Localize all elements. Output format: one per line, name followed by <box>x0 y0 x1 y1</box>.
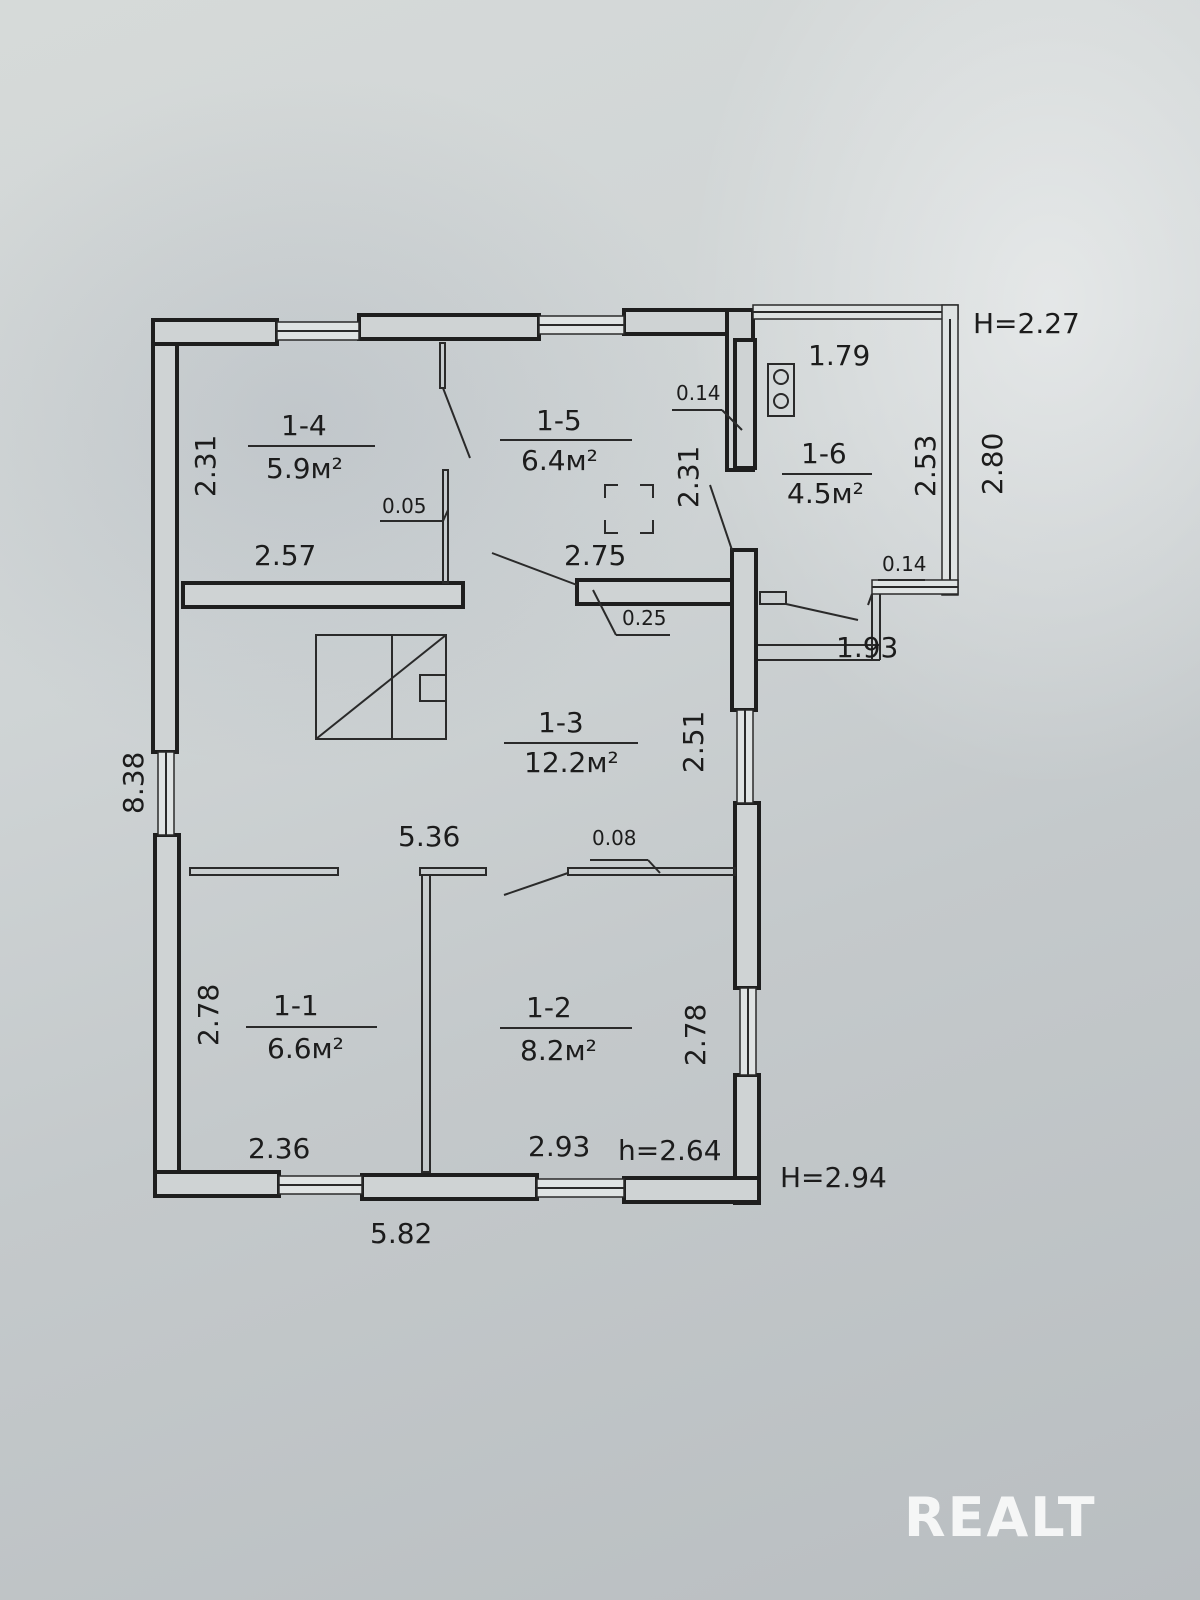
right-wall-1 <box>730 548 758 712</box>
room-area-1-5: 6.4м² <box>521 444 598 477</box>
dim-wall-025: 0.25 <box>622 606 667 630</box>
height-top-right: H=2.27 <box>973 307 1080 340</box>
leader-lines <box>246 409 925 1029</box>
interior-walls <box>181 338 757 1173</box>
dim-r11-height: 2.78 <box>192 984 225 1046</box>
partition-11-12 <box>421 874 431 1173</box>
dim-wall-014b: 0.14 <box>882 552 927 576</box>
realt-logo: REALT <box>904 1486 1097 1549</box>
dim-r13-height: 2.51 <box>677 711 710 773</box>
boiler-symbol <box>767 363 795 417</box>
dim-wall-014a: 0.14 <box>676 381 721 405</box>
left-wall-upper <box>151 318 179 754</box>
room-area-1-2: 8.2м² <box>520 1034 597 1067</box>
bottom-wall-2 <box>360 1173 539 1201</box>
dim-r16-inner: 2.53 <box>909 435 942 497</box>
bottom-wall-1 <box>153 1170 281 1198</box>
dim-r14-height: 2.31 <box>189 435 222 497</box>
room-area-1-3: 12.2м² <box>524 746 619 779</box>
chimney-wall <box>733 338 757 470</box>
partition-11-top <box>189 867 339 876</box>
dim-r12-width: 2.93 <box>528 1130 590 1163</box>
dim-r11-width: 2.36 <box>248 1132 310 1165</box>
dim-r16-bottom: 1.93 <box>836 631 898 664</box>
partition-14-15 <box>442 469 449 584</box>
dim-r16-top: 1.79 <box>808 339 870 372</box>
height-ceiling: h=2.64 <box>618 1134 722 1167</box>
top-wall-2 <box>357 313 541 341</box>
dim-total-height: 8.38 <box>117 752 150 814</box>
veranda-frame <box>752 304 959 661</box>
partition-mid-top <box>419 867 487 876</box>
room-id-1-2: 1-2 <box>526 991 572 1024</box>
height-bottom-right: H=2.94 <box>780 1161 887 1194</box>
room-area-1-1: 6.6м² <box>267 1032 344 1065</box>
room-area-1-4: 5.9м² <box>266 452 343 485</box>
dim-r15-width: 2.75 <box>564 539 626 572</box>
partition-top <box>439 342 446 389</box>
dim-r15-height: 2.31 <box>672 446 705 508</box>
left-wall-lower <box>153 833 181 1197</box>
right-wall-2 <box>733 801 761 990</box>
stove <box>315 634 447 740</box>
room-id-1-1: 1-1 <box>273 989 319 1022</box>
room-id-1-4: 1-4 <box>281 409 327 442</box>
top-wall-1 <box>151 318 279 346</box>
wall-14-13 <box>181 581 465 609</box>
dim-mid-width: 5.36 <box>398 820 460 853</box>
height-labels: H=2.27 H=2.94 h=2.64 <box>618 307 1080 1194</box>
dim-r14-width: 2.57 <box>254 539 316 572</box>
hatch-marker <box>604 484 654 534</box>
partition-12-top <box>567 867 736 876</box>
room-labels: 1-4 5.9м² 1-5 6.4м² 1-6 4.5м² 1-3 12.2м²… <box>266 404 864 1067</box>
room-id-1-3: 1-3 <box>538 706 584 739</box>
dim-wall-005: 0.05 <box>382 494 427 518</box>
dim-bottom-total: 5.82 <box>370 1217 432 1250</box>
wall-15-13 <box>575 578 734 606</box>
dimension-labels: 8.38 5.82 5.36 2.57 2.31 2.75 2.31 2.51 … <box>117 339 1009 1250</box>
room-id-1-6: 1-6 <box>801 437 847 470</box>
room-id-1-5: 1-5 <box>536 404 582 437</box>
bottom-wall-3 <box>622 1176 761 1204</box>
room-area-1-6: 4.5м² <box>787 477 864 510</box>
outer-walls <box>151 308 761 1205</box>
door-swings <box>442 387 859 896</box>
dim-r16-outer: 2.80 <box>976 433 1009 495</box>
windows <box>157 315 757 1198</box>
dim-r12-height: 2.78 <box>679 1004 712 1066</box>
dim-wall-008: 0.08 <box>592 826 637 850</box>
